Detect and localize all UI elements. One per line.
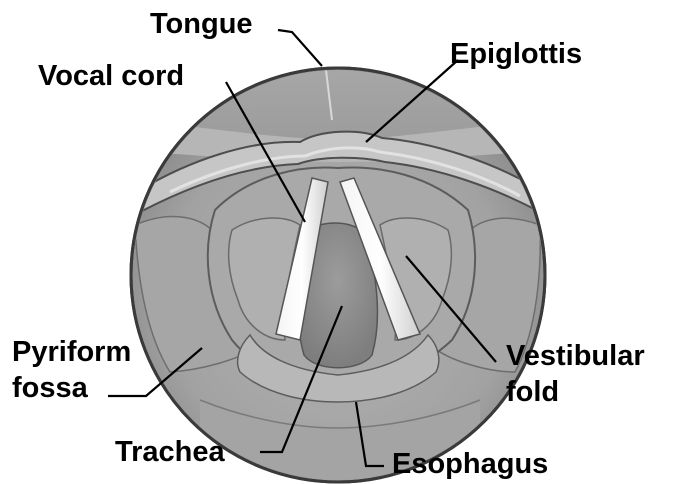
label-pyriform-line2: fossa <box>12 372 88 404</box>
label-vocal-cord: Vocal cord <box>38 60 184 92</box>
label-esophagus: Esophagus <box>392 448 548 480</box>
label-tongue: Tongue <box>150 8 253 40</box>
label-pyriform-line1: Pyriform <box>12 336 131 368</box>
label-epiglottis: Epiglottis <box>450 38 582 70</box>
leader-tongue <box>278 30 322 66</box>
tongue-region <box>120 60 560 140</box>
label-trachea: Trachea <box>115 436 225 468</box>
label-vestibular-line1: Vestibular <box>506 340 645 372</box>
label-vestibular-line2: fold <box>506 376 559 408</box>
